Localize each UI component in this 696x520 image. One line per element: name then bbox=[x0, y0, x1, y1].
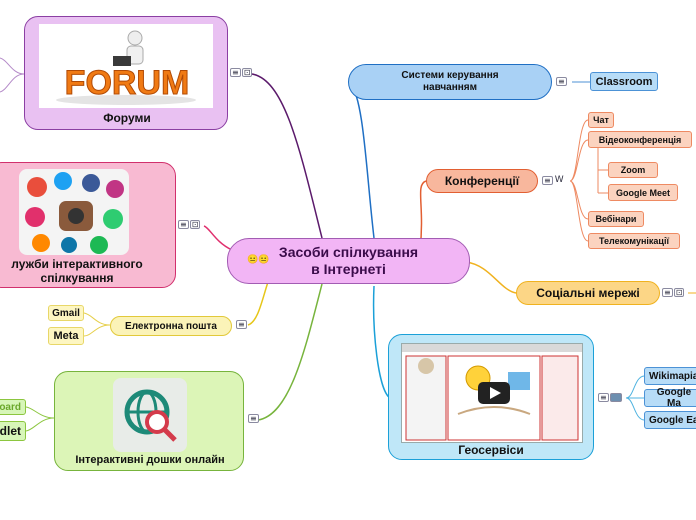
link-social bbox=[465, 261, 517, 294]
link-boards bbox=[257, 283, 323, 421]
conf-meet[interactable]: Google Meet bbox=[608, 184, 678, 201]
link-forums-left bbox=[0, 57, 25, 93]
boards-child-1[interactable]: board bbox=[0, 399, 26, 415]
social-apps-icon bbox=[25, 172, 124, 254]
link-lms bbox=[349, 81, 375, 239]
central-topic[interactable]: Засоби спілкування в Інтернеті bbox=[227, 238, 470, 284]
boards-icons[interactable]: ≡ bbox=[248, 414, 259, 423]
topic-services-label: лужби інтерактивного спілкування bbox=[11, 257, 143, 285]
email-meta[interactable]: Meta bbox=[48, 327, 84, 345]
globe-search-icon bbox=[124, 389, 177, 442]
topic-geo-label: Геосервіси bbox=[458, 443, 524, 457]
topic-conferences[interactable]: Конференції bbox=[426, 169, 538, 193]
link-email bbox=[247, 281, 269, 326]
emoji-icon: 😐😐 bbox=[247, 254, 270, 264]
link-boards-children bbox=[25, 406, 55, 432]
topic-geo[interactable]: Геосервіси bbox=[388, 334, 594, 460]
conf-video[interactable]: Відеоконференція bbox=[588, 131, 692, 148]
topic-boards-label: Інтерактивні дошки онлайн bbox=[75, 454, 225, 466]
wiki-icon: W bbox=[553, 175, 565, 185]
topic-forums[interactable]: FORUM Форуми bbox=[24, 16, 228, 130]
conf-telecom[interactable]: Телекомунікації bbox=[588, 233, 680, 249]
conferences-icons[interactable]: ≡ W bbox=[542, 176, 565, 185]
services-icons[interactable]: ≡ ⊡ bbox=[178, 220, 201, 229]
forum-illustration-icon: FORUM bbox=[56, 30, 196, 105]
topic-lms[interactable]: Системи керування навчанням bbox=[348, 64, 552, 100]
svg-text:FORUM: FORUM bbox=[65, 64, 190, 102]
forum-image: FORUM bbox=[39, 24, 213, 108]
central-topic-line2: в Інтернеті bbox=[311, 261, 386, 277]
topic-services[interactable]: лужби інтерактивного спілкування bbox=[0, 162, 176, 288]
notes-icon: ≡ bbox=[178, 220, 189, 229]
lms-icons[interactable]: ≡ bbox=[556, 77, 567, 86]
lms-classroom[interactable]: Classroom bbox=[590, 72, 658, 91]
image-icon bbox=[609, 393, 622, 402]
notes-icon: ≡ bbox=[556, 77, 567, 86]
notes-icon: ≡ bbox=[662, 288, 673, 297]
geo-video-thumbnail[interactable] bbox=[401, 343, 583, 443]
social-icons[interactable]: ≡ ⊡ bbox=[662, 288, 685, 297]
geo-icons[interactable]: ≡ bbox=[598, 393, 622, 402]
forums-icons[interactable]: ≡ ⊡ bbox=[230, 68, 253, 77]
link-conf-children bbox=[569, 119, 608, 242]
geo-wikimapia[interactable]: Wikimapia bbox=[644, 367, 696, 385]
topic-boards[interactable]: Інтерактивні дошки онлайн bbox=[54, 371, 244, 471]
geo-google-earth[interactable]: Google Ea bbox=[644, 411, 696, 429]
topic-social[interactable]: Соціальні мережі bbox=[516, 281, 660, 305]
notes-icon: ≡ bbox=[230, 68, 241, 77]
map-preview-icon bbox=[402, 344, 582, 441]
link-icon: ⊡ bbox=[673, 288, 685, 297]
link-forums bbox=[251, 73, 323, 239]
link-services bbox=[203, 225, 233, 251]
email-icons[interactable]: ≡ bbox=[236, 320, 247, 329]
boards-image bbox=[113, 378, 187, 452]
topic-email[interactable]: Електронна пошта bbox=[110, 316, 232, 336]
link-icon: ⊡ bbox=[241, 68, 253, 77]
link-icon: ⊡ bbox=[189, 220, 201, 229]
notes-icon: ≡ bbox=[236, 320, 247, 329]
central-topic-line1: Засоби спілкування bbox=[278, 244, 419, 260]
topic-forums-label: Форуми bbox=[103, 111, 151, 125]
conf-webinars[interactable]: Вебінари bbox=[588, 211, 644, 227]
boards-child-2[interactable]: dlet bbox=[0, 421, 26, 441]
notes-icon: ≡ bbox=[598, 393, 609, 402]
link-email-children bbox=[83, 312, 111, 337]
geo-google-maps[interactable]: Google Ma bbox=[644, 387, 696, 409]
link-geo-children bbox=[625, 375, 645, 421]
social-apps-image bbox=[19, 169, 129, 255]
notes-icon: ≡ bbox=[542, 176, 553, 185]
conf-chat[interactable]: Чат bbox=[588, 112, 614, 128]
conf-zoom[interactable]: Zoom bbox=[608, 162, 658, 178]
email-gmail[interactable]: Gmail bbox=[48, 305, 84, 321]
notes-icon: ≡ bbox=[248, 414, 259, 423]
link-geo bbox=[372, 285, 391, 399]
